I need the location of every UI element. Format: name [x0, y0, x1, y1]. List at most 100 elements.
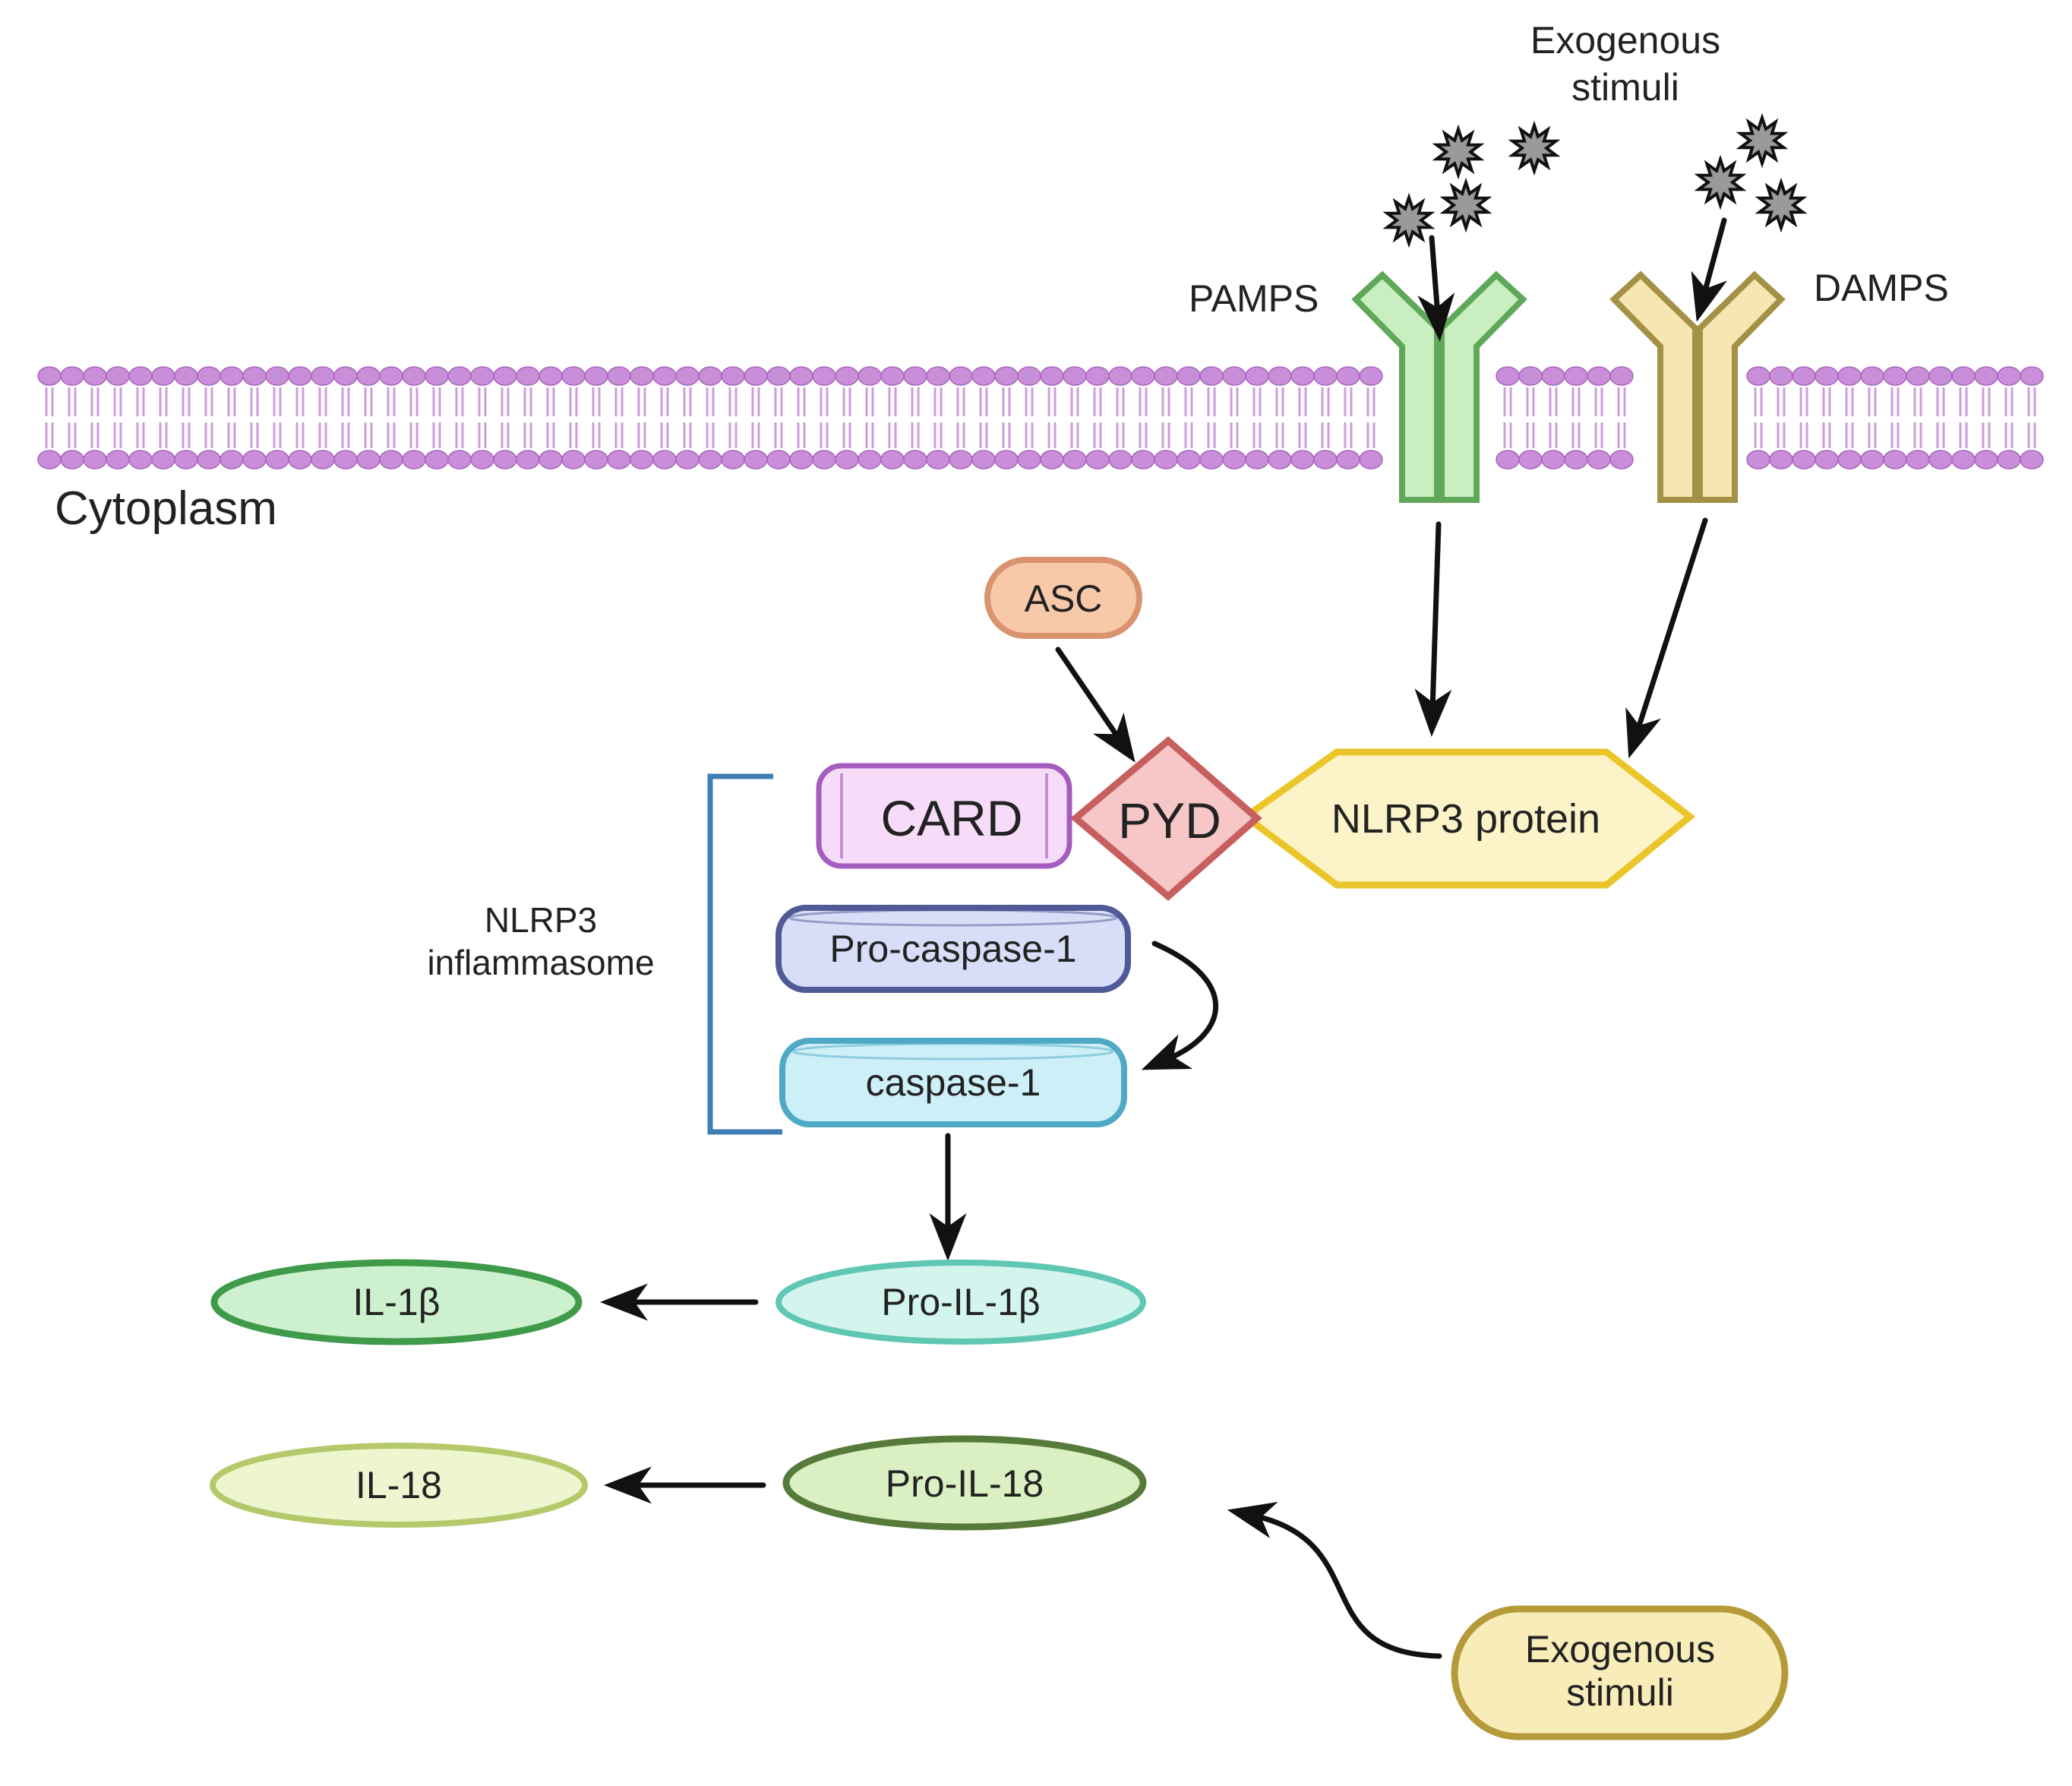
lipid-head	[2020, 366, 2044, 386]
lipid-head	[1313, 366, 1338, 386]
lipid-head	[1085, 450, 1110, 469]
lipid-head	[1222, 366, 1246, 386]
lipid-head	[1769, 450, 1793, 469]
exogenous-stimuli-bottom-node	[1451, 1605, 1789, 1740]
lipid-head	[425, 366, 449, 386]
lipid-head	[516, 450, 540, 469]
lipid-head	[1085, 366, 1110, 386]
pro-il18-label: Pro-IL-18	[886, 1462, 1044, 1505]
lipid-head	[1609, 450, 1634, 469]
il18-label: IL-18	[355, 1464, 442, 1506]
lipid-head	[835, 450, 859, 469]
lipid-head	[60, 366, 84, 386]
lipid-head	[1268, 450, 1292, 469]
lipid-head	[106, 366, 130, 386]
lipid-head	[1746, 366, 1770, 386]
lipid-head	[1769, 366, 1793, 386]
exogenous-stimuli-top-line2: stimuli	[1571, 66, 1679, 109]
lipid-head	[1860, 366, 1884, 386]
lipid-head	[675, 450, 700, 469]
lipid-head	[812, 450, 836, 469]
lipid-head	[561, 366, 586, 386]
lipid-head	[1177, 366, 1201, 386]
lipid-head	[37, 450, 62, 469]
lipid-head	[1609, 366, 1634, 386]
lipid-head	[766, 450, 791, 469]
card-node	[816, 763, 1072, 869]
lipid-head	[1928, 450, 1953, 469]
lipid-head	[652, 450, 677, 469]
lipid-head	[1974, 450, 1998, 469]
lipid-head	[1541, 366, 1565, 386]
lipid-head	[1883, 450, 1907, 469]
lipid-head	[926, 366, 950, 386]
lipid-head	[60, 450, 84, 469]
arrow-pamps-to-nlrp3	[1414, 521, 1452, 737]
lipid-head	[1177, 450, 1201, 469]
cell-membrane	[37, 366, 2044, 469]
lipid-head	[1928, 366, 1953, 386]
damps-receptor	[1609, 270, 1786, 503]
lipid-head	[151, 366, 175, 386]
stimulus-particles	[1382, 112, 1808, 248]
lipid-head	[607, 366, 631, 386]
lipid-head	[1837, 366, 1862, 386]
lipid-head	[1108, 450, 1132, 469]
lipid-head	[242, 450, 267, 469]
stimulus-particle-icon	[1432, 124, 1485, 180]
asc-label: ASC	[1025, 577, 1103, 620]
lipid-head	[174, 366, 198, 386]
lipid-head	[1792, 450, 1816, 469]
arrow-asc-to-pyd	[1055, 646, 1135, 763]
lipid-head	[1199, 450, 1224, 469]
lipid-head	[675, 366, 700, 386]
lipid-head	[1974, 366, 1998, 386]
card-label: CARD	[880, 790, 1022, 846]
lipid-head	[106, 450, 130, 469]
caspase-1-label: caspase-1	[866, 1061, 1041, 1104]
lipid-head	[1336, 450, 1360, 469]
lipid-head	[721, 450, 745, 469]
lipid-head	[1997, 366, 2021, 386]
lipid-head	[1154, 450, 1178, 469]
lipid-head	[1359, 366, 1383, 386]
lipid-head	[37, 366, 62, 386]
lipid-head	[402, 366, 426, 386]
inflammasome-label-line2: inflammasome	[427, 943, 654, 982]
stimulus-particle-icon	[1382, 192, 1436, 248]
lipid-head	[447, 366, 472, 386]
lipid-head	[1564, 366, 1588, 386]
lipid-head	[561, 450, 586, 469]
lipid-head	[1951, 450, 1976, 469]
cytoplasm-label: Cytoplasm	[55, 482, 277, 535]
lipid-head	[994, 366, 1019, 386]
lipid-head	[1017, 450, 1041, 469]
caspase-1-node	[779, 1038, 1127, 1127]
lipid-head	[333, 450, 358, 469]
pro-caspase-1-label: Pro-caspase-1	[829, 928, 1076, 970]
pyd-label: PYD	[1118, 792, 1221, 849]
lipid-head	[1518, 450, 1543, 469]
lipid-head	[220, 366, 244, 386]
lipid-head	[903, 450, 927, 469]
lipid-head	[1815, 366, 1839, 386]
lipid-head	[1792, 366, 1816, 386]
exogenous-stimuli-bottom-line1: Exogenous	[1525, 1628, 1715, 1671]
lipid-head	[197, 366, 221, 386]
lipid-head	[1815, 450, 1839, 469]
lipid-head	[1906, 366, 1930, 386]
lipid-head	[1063, 450, 1087, 469]
lipid-head	[949, 366, 973, 386]
inflammasome-label-line1: NLRP3	[485, 900, 597, 940]
lipid-head	[470, 366, 494, 386]
damps-label: DAMPS	[1814, 267, 1949, 309]
pyd-node	[1070, 736, 1262, 901]
lipid-head	[311, 366, 335, 386]
stimulus-particle-icon	[1694, 154, 1747, 210]
lipid-head	[539, 450, 563, 469]
lipid-head	[858, 366, 882, 386]
lipid-head	[402, 450, 426, 469]
lipid-head	[493, 366, 517, 386]
il1b-label: IL-1β	[353, 1281, 441, 1323]
